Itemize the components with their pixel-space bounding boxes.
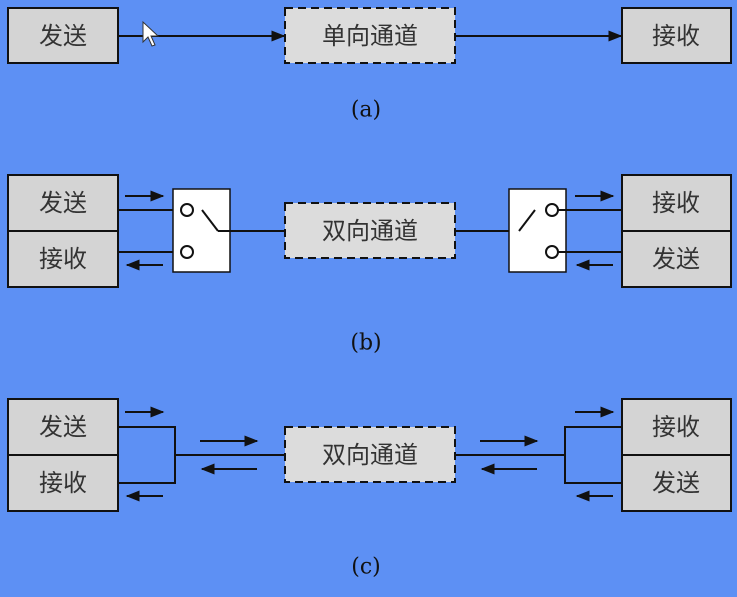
left-send-label: 发送 (39, 413, 87, 441)
left-send-label: 发送 (39, 189, 87, 217)
right-send-label: 发送 (652, 245, 700, 273)
right-send-label: 发送 (652, 469, 700, 497)
simplex-diagram: 发送 单向通道 接收 (a) (7, 7, 732, 123)
duplex-channel-box (284, 426, 456, 483)
left-receive-box (7, 230, 119, 288)
simplex-channel-box (284, 7, 456, 64)
right-send-box (621, 454, 732, 512)
half-duplex-diagram: 发送 接收 双向通道 接收 发送 (b) (7, 174, 732, 356)
full-duplex-diagram: 发送 接收 双向通道 接收 发送 (c) (7, 398, 732, 580)
sender-box (7, 7, 119, 64)
channel-label: 双向通道 (322, 441, 418, 469)
right-send-box (621, 230, 732, 288)
sender-label: 发送 (39, 22, 87, 50)
receiver-label: 接收 (652, 22, 700, 50)
left-receive-label: 接收 (39, 245, 87, 273)
receiver-box (621, 7, 732, 64)
left-receive-label: 接收 (39, 469, 87, 497)
left-send-box (7, 174, 119, 232)
right-receive-box (621, 174, 732, 232)
right-receive-box (621, 398, 732, 456)
caption-a: (a) (351, 98, 381, 123)
right-receive-label: 接收 (652, 189, 700, 217)
right-switch (508, 188, 567, 273)
caption-c: (c) (351, 555, 381, 580)
channel-label: 单向通道 (322, 22, 418, 50)
channel-label: 双向通道 (322, 217, 418, 245)
mouse-cursor-icon (142, 20, 160, 47)
left-send-box (7, 398, 119, 456)
caption-b: (b) (350, 331, 381, 356)
right-receive-label: 接收 (652, 413, 700, 441)
